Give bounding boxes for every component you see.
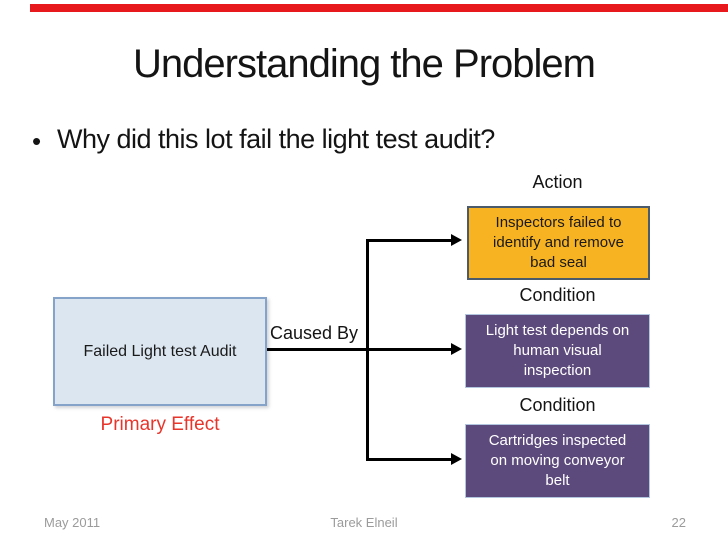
connector-bottom-line xyxy=(366,458,453,461)
footer-page-number: 22 xyxy=(671,515,686,530)
connector-top-line xyxy=(366,239,453,242)
cause-tag-condition-1: Condition xyxy=(519,285,596,305)
bullet-question: Why did this lot fail the light test aud… xyxy=(57,124,495,154)
cause-box-action-text: Inspectors failed to identify and remove… xyxy=(493,214,624,271)
slide-accent-bar xyxy=(30,4,728,12)
cause-box-condition-2: Cartridges inspected on moving conveyor … xyxy=(465,424,650,498)
footer-date: May 2011 xyxy=(44,515,101,530)
cause-box-action: Inspectors failed to identify and remove… xyxy=(467,206,650,280)
arrowhead-icon xyxy=(451,343,462,355)
cause-tag-action: Action xyxy=(532,172,583,192)
cause-tag-condition-2: Condition xyxy=(519,395,596,415)
caused-by-label: Caused By xyxy=(270,323,359,343)
connector-main-line xyxy=(267,348,453,351)
connector-branch-line xyxy=(366,239,369,461)
cause-box-condition-1: Light test depends on human visual inspe… xyxy=(465,314,650,388)
cause-box-condition-2-text: Cartridges inspected on moving conveyor … xyxy=(488,432,627,489)
arrowhead-icon xyxy=(451,453,462,465)
bullet-icon: • xyxy=(32,126,42,156)
primary-effect-caption: Primary Effect xyxy=(100,414,220,435)
cause-box-condition-1-text: Light test depends on human visual inspe… xyxy=(485,322,630,379)
footer-author: Tarek Elneil xyxy=(330,515,398,530)
primary-effect-box-label: Failed Light test Audit xyxy=(83,342,237,360)
primary-effect-box: Failed Light test Audit xyxy=(53,297,267,406)
arrowhead-icon xyxy=(451,234,462,246)
slide-title: Understanding the Problem xyxy=(133,42,596,86)
